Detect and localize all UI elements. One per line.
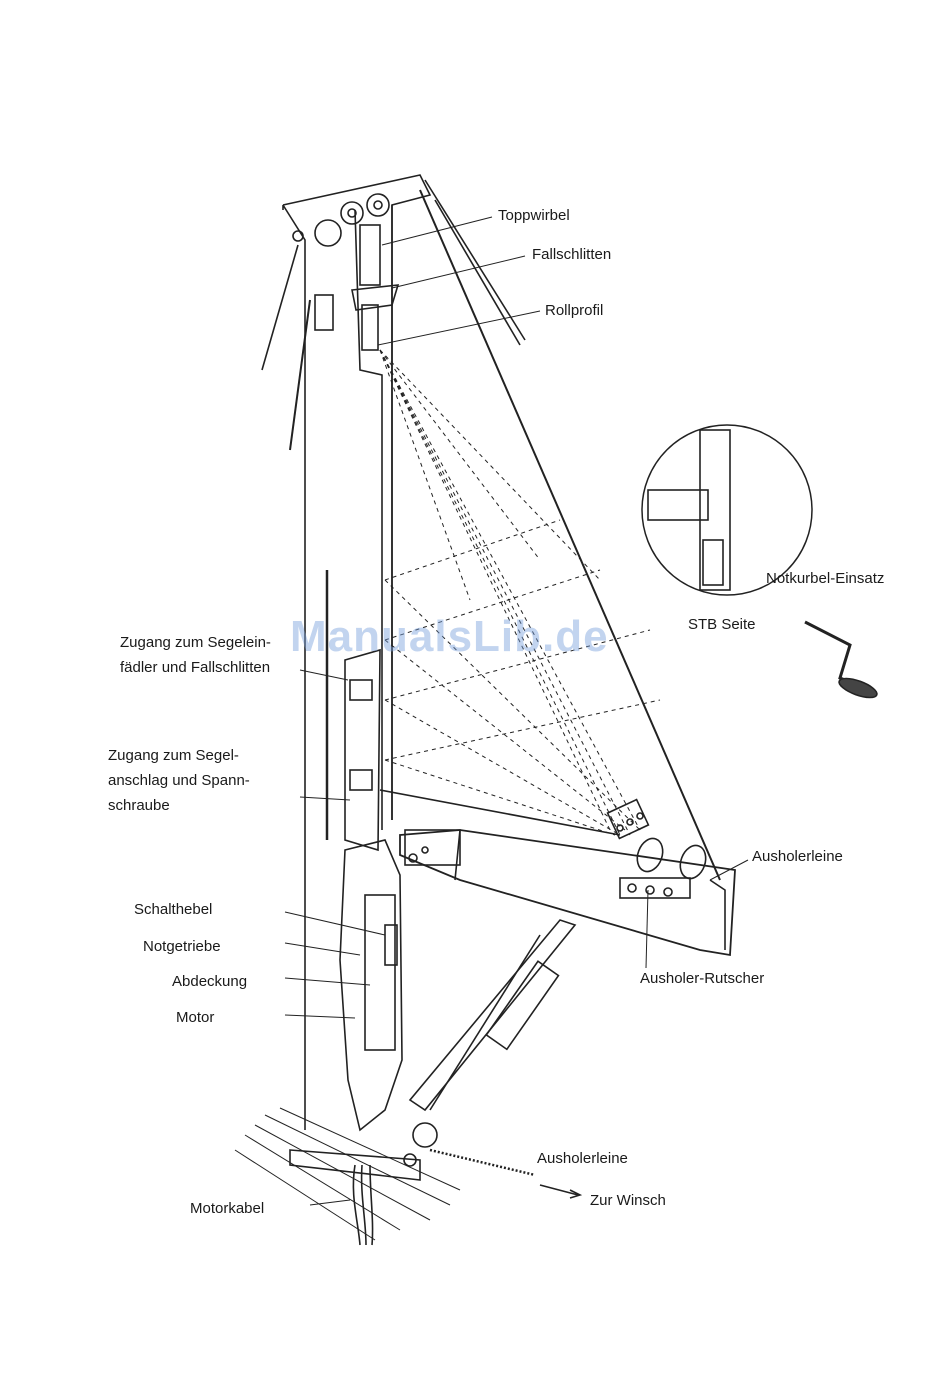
cover [365,895,395,1050]
label-ausholerleine-bottom: Ausholerleine [537,1146,628,1171]
boom [400,830,735,955]
label-schalthebel: Schalthebel [134,897,212,922]
zugang2-line2: anschlag und Spann- [108,768,250,793]
label-zugang-segelanschlag: Zugang zum Segel- anschlag und Spann- sc… [108,743,250,818]
label-notgetriebe: Notgetriebe [143,934,221,959]
label-fallschlitten: Fallschlitten [532,242,611,267]
label-rollprofil: Rollprofil [545,298,603,323]
zugang1-line2: fädler und Fallschlitten [120,655,271,680]
label-zur-winsch: Zur Winsch [590,1188,666,1213]
label-motor: Motor [176,1005,214,1030]
watermark: ManualsLib.de [290,612,609,662]
label-stb-seite: STB Seite [688,612,756,637]
label-ausholer-rutscher: Ausholer-Rutscher [640,966,764,991]
top-sheave-1 [341,202,363,224]
outhaul-slider [620,878,690,898]
motor-housing [340,840,402,1130]
label-ausholerleine-top: Ausholerleine [752,844,843,869]
boom-vang [410,920,575,1110]
zugang1-line1: Zugang zum Segelein- [120,630,271,655]
forestay [420,190,720,880]
label-abdeckung: Abdeckung [172,969,247,994]
label-toppwirbel: Toppwirbel [498,203,570,228]
label-zugang-segeleinfaedler: Zugang zum Segelein- fädler und Fallschl… [120,630,271,680]
outhaul-block-1 [633,835,667,875]
top-swivel [360,225,380,285]
top-sheave-2 [367,194,389,216]
zugang2-line3: schraube [108,793,250,818]
mast-front-edge [355,210,382,830]
arrow-to-winch [540,1185,578,1195]
label-notkurbel-einsatz: Notkurbel-Einsatz [766,566,890,591]
crank-handle-icon [805,622,870,690]
outhaul-block-2 [676,842,710,882]
label-motorkabel: Motorkabel [190,1196,264,1221]
zugang2-line1: Zugang zum Segel- [108,743,250,768]
